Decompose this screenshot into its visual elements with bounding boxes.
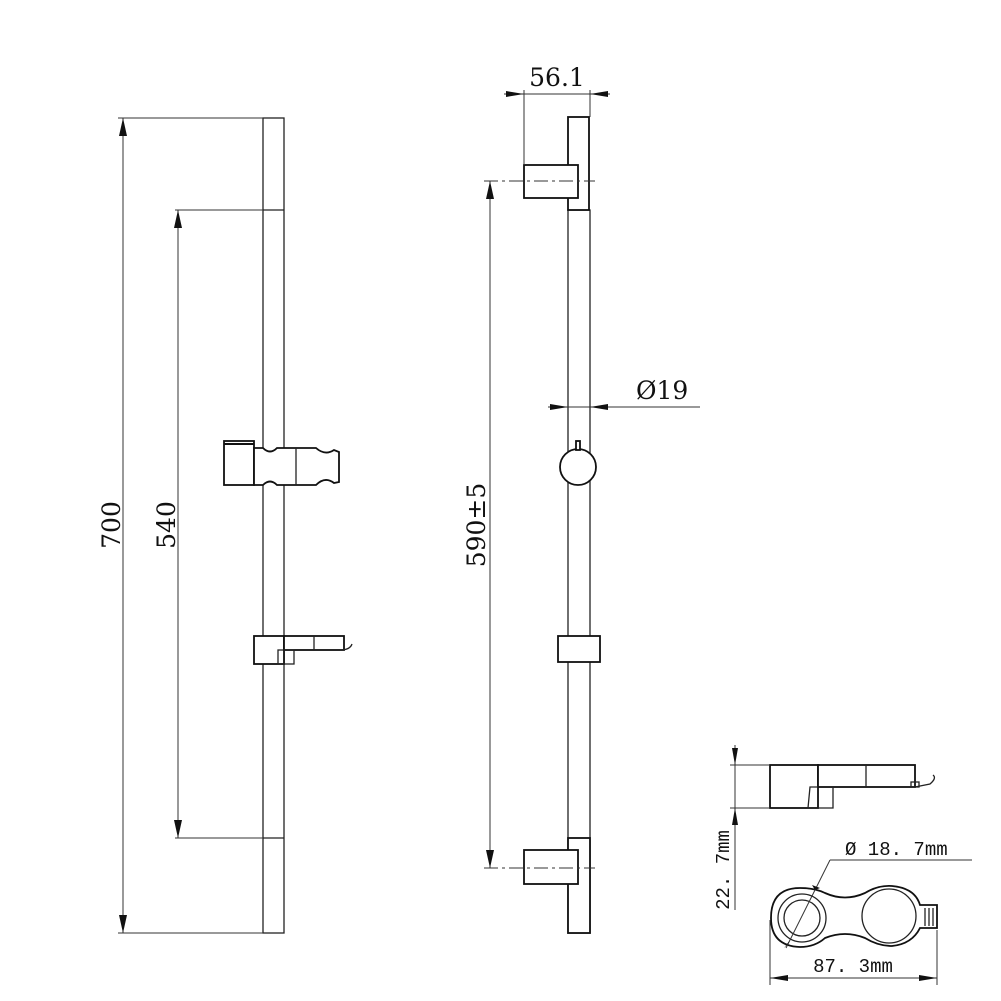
dimension-label: 56.1 bbox=[529, 63, 585, 92]
dimension-label: Ø 18. 7mm bbox=[845, 839, 948, 861]
dimension-label: 22. 7mm bbox=[713, 830, 735, 910]
dimension-22-7: 22. 7mm bbox=[713, 745, 770, 910]
slider-holder bbox=[223, 440, 340, 486]
dimension-diameter-18-7: Ø 18. 7mm bbox=[784, 839, 972, 949]
dimension-label: 540 bbox=[152, 501, 181, 549]
dimension-label: 590±5 bbox=[462, 483, 491, 568]
side-view: 56.1 590±5 Ø19 bbox=[462, 63, 700, 934]
soap-dish-detail: 22. 7mm Ø 18. 7mm 87. 3mm bbox=[713, 745, 972, 985]
soap-dish bbox=[253, 635, 353, 665]
dimension-540: 540 bbox=[152, 209, 263, 839]
dimension-700: 700 bbox=[97, 117, 263, 934]
dimension-label: 700 bbox=[97, 501, 126, 549]
rail bbox=[262, 117, 285, 934]
front-view: 700 540 bbox=[97, 117, 353, 934]
dimension-label: 87. 3mm bbox=[813, 956, 893, 978]
dimension-87-3: 87. 3mm bbox=[769, 920, 938, 985]
dimension-56-1: 56.1 bbox=[504, 63, 610, 165]
rail bbox=[567, 209, 591, 934]
dimension-590: 590±5 bbox=[462, 181, 494, 868]
dimension-label: Ø19 bbox=[636, 376, 688, 405]
dimension-diameter-19: Ø19 bbox=[548, 376, 700, 410]
